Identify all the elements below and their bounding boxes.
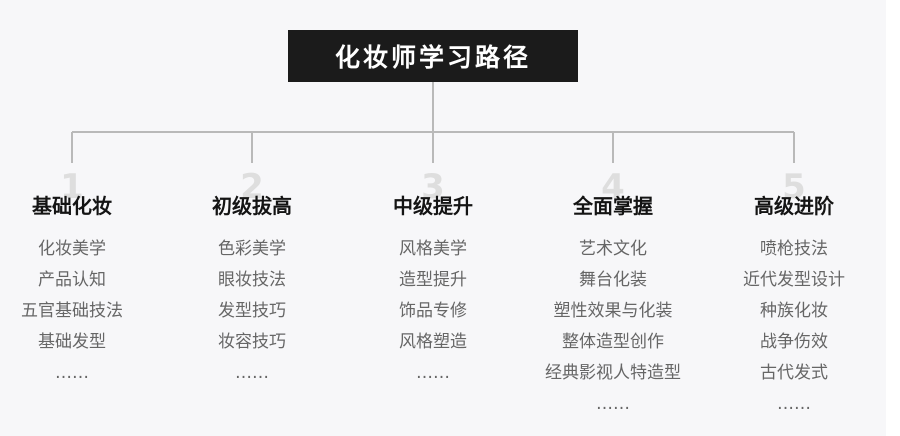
list-item: 产品认知 [38,270,106,290]
list-item-ellipsis: …… [235,363,269,383]
stage-number: 5 [782,167,806,207]
list-item: 造型提升 [399,270,467,290]
stage-heading: 高级进阶 [754,194,834,218]
list-item: 喷枪技法 [760,239,828,259]
stage-column-1: 1 基础化妆 化妆美学 产品认知 五官基础技法 基础发型 …… [0,167,157,389]
stage-column-5: 5 高级进阶 喷枪技法 近代发型设计 种族化妆 战争伤效 古代发式 …… [709,167,879,420]
list-item: 色彩美学 [218,239,286,259]
stage-item-list: 艺术文化 舞台化装 塑性效果与化装 整体造型创作 经典影视人特造型 …… [528,234,698,420]
list-item: 风格塑造 [399,332,467,352]
stage-column-4: 4 全面掌握 艺术文化 舞台化装 塑性效果与化装 整体造型创作 经典影视人特造型… [528,167,698,420]
list-item: 眼妆技法 [218,270,286,290]
list-item: 妆容技巧 [218,332,286,352]
stage-heading: 基础化妆 [32,194,112,218]
stage-heading: 全面掌握 [573,194,653,218]
stage-column-3: 3 中级提升 风格美学 造型提升 饰品专修 风格塑造 …… [348,167,518,389]
list-item: 种族化妆 [760,301,828,321]
list-item-ellipsis: …… [55,363,89,383]
stage-item-list: 化妆美学 产品认知 五官基础技法 基础发型 …… [0,234,157,389]
list-item: 化妆美学 [38,239,106,259]
list-item: 经典影视人特造型 [545,363,681,383]
list-item: 发型技巧 [218,301,286,321]
list-item: 塑性效果与化装 [553,301,673,321]
list-item: 风格美学 [399,239,467,259]
diagram-title: 化妆师学习路径 [288,30,578,82]
list-item-ellipsis: …… [416,363,450,383]
stage-column-2: 2 初级拔高 色彩美学 眼妆技法 发型技巧 妆容技巧 …… [167,167,337,389]
stage-number: 3 [421,167,445,207]
stage-item-list: 色彩美学 眼妆技法 发型技巧 妆容技巧 …… [167,234,337,389]
stage-item-list: 风格美学 造型提升 饰品专修 风格塑造 …… [348,234,518,389]
list-item-ellipsis: …… [596,394,630,414]
stage-number: 4 [601,167,625,207]
list-item: 艺术文化 [579,239,647,259]
stage-number: 1 [60,167,84,207]
stage-heading: 中级提升 [393,194,473,218]
list-item: 近代发型设计 [743,270,845,290]
list-item: 古代发式 [760,363,828,383]
list-item: 战争伤效 [760,332,828,352]
list-item: 舞台化装 [579,270,647,290]
list-item-ellipsis: …… [777,394,811,414]
stage-number: 2 [240,167,264,207]
stage-heading: 初级拔高 [212,194,292,218]
list-item: 整体造型创作 [562,332,664,352]
list-item: 五官基础技法 [21,301,123,321]
list-item: 基础发型 [38,332,106,352]
stage-item-list: 喷枪技法 近代发型设计 种族化妆 战争伤效 古代发式 …… [709,234,879,420]
right-edge-strip [886,0,900,436]
list-item: 饰品专修 [399,301,467,321]
